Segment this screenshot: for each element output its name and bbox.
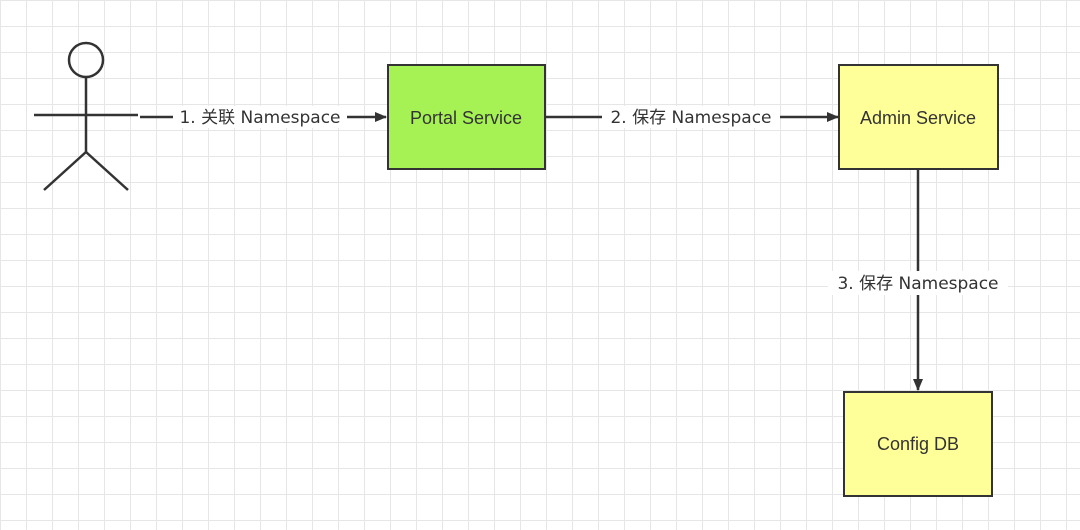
- admin-service-box: [838, 64, 999, 170]
- admin-service-node: Admin Service: [838, 64, 999, 170]
- config-db-box: [843, 391, 993, 497]
- portal-service-box: [387, 64, 546, 170]
- edge-save-admin-label: 2. 保存 Namespace: [610, 108, 771, 128]
- config-db-label: Config DB: [877, 434, 959, 454]
- edge-save-admin-label-bg: [602, 106, 780, 128]
- edge-associate-namespace: 1. 关联 Namespace: [140, 106, 387, 128]
- actor-right-leg: [85, 151, 129, 191]
- config-db-node: Config DB: [843, 391, 993, 497]
- edge-save-namespace-db: 3. 保存 Namespace: [828, 169, 1008, 391]
- actor-head: [67, 41, 105, 79]
- edge-save-db-label-bg: [828, 271, 1008, 295]
- admin-service-label: Admin Service: [860, 108, 976, 128]
- edge-save-namespace-admin: 2. 保存 Namespace: [546, 106, 839, 128]
- edge-save-db-label: 3. 保存 Namespace: [837, 274, 998, 294]
- edge-associate-label-bg: [173, 106, 347, 128]
- user-actor-icon: [34, 41, 138, 191]
- portal-service-label: Portal Service: [410, 108, 522, 128]
- portal-service-node: Portal Service: [387, 64, 546, 170]
- edge-associate-label: 1. 关联 Namespace: [179, 108, 340, 128]
- actor-left-leg: [43, 151, 87, 191]
